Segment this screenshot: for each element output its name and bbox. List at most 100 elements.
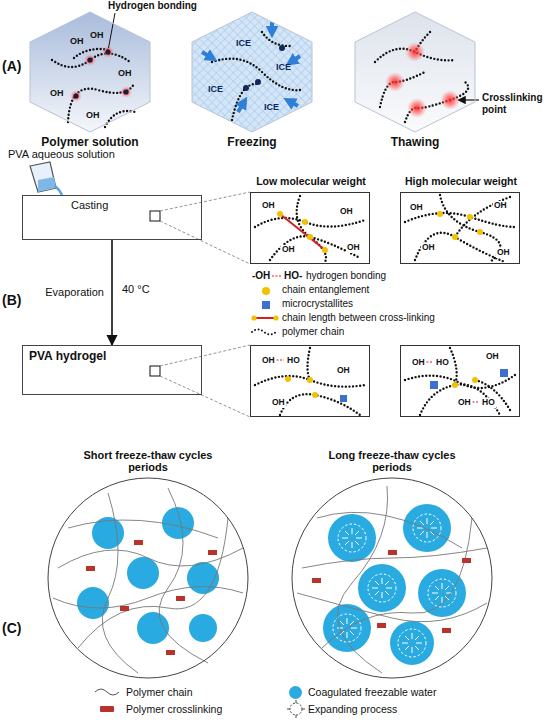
crosslink-point bbox=[407, 98, 427, 118]
high-mw-chains bbox=[455, 197, 510, 237]
legend-swatch bbox=[100, 706, 114, 712]
low-mw-gel-chains bbox=[280, 394, 360, 415]
high-mw-gel-chains bbox=[405, 348, 515, 415]
long-cycle-network bbox=[377, 623, 386, 628]
frozen-chains bbox=[202, 22, 300, 120]
hexagon-ground bbox=[30, 12, 475, 132]
hexagon-ground bbox=[30, 12, 150, 132]
low-mw-gel-chains bbox=[312, 392, 318, 398]
hydroxyl-label: OH bbox=[336, 366, 351, 376]
long-cycle-network bbox=[338, 524, 366, 552]
crosslink-point bbox=[440, 90, 460, 110]
low-mw-gel-chains bbox=[307, 377, 313, 383]
annotation-label: HO- bbox=[284, 270, 302, 282]
node-heading: PVA hydrogel bbox=[29, 350, 106, 364]
legend-text: Expanding process bbox=[308, 703, 397, 715]
low-mw-chains bbox=[302, 219, 308, 225]
ice-pressure-arrow bbox=[289, 101, 298, 106]
short-cycle-network bbox=[53, 488, 243, 673]
legend-text: chain entanglement bbox=[282, 284, 369, 296]
crosslink-point bbox=[405, 42, 425, 62]
legend-sample bbox=[273, 315, 278, 320]
zoom-box: OHHOOHOH bbox=[250, 345, 370, 417]
hydrogen-bond-dot bbox=[120, 86, 132, 98]
frozen-chains bbox=[212, 59, 300, 91]
high-mw-chains bbox=[415, 233, 505, 262]
zoom-box: High molecular weightOHOHOHOH bbox=[400, 192, 520, 264]
circle-outline bbox=[48, 478, 248, 678]
high-mw-chains bbox=[437, 211, 443, 217]
high-mw-gel-chains bbox=[430, 381, 438, 389]
crosslinked-chains bbox=[375, 32, 468, 122]
annotation-label: Crosslinking point bbox=[482, 92, 546, 115]
water-domain bbox=[77, 507, 219, 644]
beaker bbox=[38, 177, 56, 192]
legend-text: Polymer chain bbox=[126, 686, 193, 698]
frozen-chains bbox=[279, 45, 285, 51]
casting-tray: Casting bbox=[22, 195, 202, 240]
hydrogen-bond-dot bbox=[105, 49, 110, 54]
hydroxyl-label: OH bbox=[86, 110, 100, 120]
annotation-label: Hydrogen bonding bbox=[108, 0, 197, 12]
annotation-label: 40 °C bbox=[122, 283, 150, 296]
hydroxyl-label: OH bbox=[261, 201, 276, 211]
hydrogen-bond-dot bbox=[73, 93, 78, 98]
hydroxyl-label: ICE bbox=[208, 84, 223, 94]
hexagon-state: Polymer solutionOHOHOHOHOH bbox=[30, 12, 150, 132]
high-mw-chains bbox=[440, 195, 500, 262]
high-mw-gel-chains bbox=[405, 375, 515, 388]
legend-sample bbox=[95, 689, 119, 695]
frozen-chains bbox=[262, 32, 292, 46]
long-cycle-network bbox=[428, 579, 456, 607]
node-heading: Short freeze-thaw cycles periods bbox=[73, 449, 223, 474]
high-mw-gel-chains bbox=[472, 377, 478, 383]
edge-label: Evaporation bbox=[45, 286, 104, 299]
high-mw-chains bbox=[477, 229, 483, 235]
legend-sample bbox=[287, 700, 305, 718]
annotation-label: (A) bbox=[2, 58, 21, 74]
annotation-label: (C) bbox=[2, 620, 21, 636]
short-cycle-network bbox=[58, 548, 243, 568]
frozen-chains bbox=[255, 79, 261, 85]
node-heading: Polymer solution bbox=[30, 136, 150, 150]
hex-outline bbox=[192, 12, 312, 132]
long-cycle-network bbox=[398, 629, 426, 657]
legend-text: Polymer crosslinking bbox=[126, 703, 222, 715]
circle-outline bbox=[292, 478, 492, 678]
high-mw-chains bbox=[452, 234, 458, 240]
illustration bbox=[292, 478, 492, 678]
legend-sample bbox=[272, 275, 282, 276]
node-heading: High molecular weight bbox=[386, 175, 536, 187]
crosslink-point bbox=[385, 72, 405, 92]
hydroxyl-label: OH bbox=[50, 88, 64, 98]
low-mw-gel-chains bbox=[285, 376, 291, 382]
ice-pressure-arrow bbox=[238, 102, 244, 112]
hydroxyl-label: ICE bbox=[236, 38, 251, 48]
zoom-marker bbox=[160, 345, 250, 366]
high-mw-gel-chains bbox=[450, 348, 457, 385]
hydrogel-film: PVA hydrogel bbox=[22, 345, 202, 395]
high-mw-gel-chains bbox=[452, 382, 458, 388]
frozen-chains bbox=[243, 85, 249, 91]
hydroxyl-label: OH bbox=[346, 243, 361, 253]
network-circle: Short freeze-thaw cycles periods bbox=[48, 478, 248, 678]
ice-pressure-arrow bbox=[202, 22, 300, 112]
hydroxyl-label: OH bbox=[496, 248, 511, 258]
high-mw-chains bbox=[467, 214, 473, 220]
hydroxyl-label: OH bbox=[485, 352, 500, 362]
short-cycle-network bbox=[86, 540, 217, 655]
hexagon-ground bbox=[192, 12, 312, 132]
long-cycle-network bbox=[317, 512, 462, 548]
hydroxyl-label: HO bbox=[435, 358, 450, 368]
node-heading: Freezing bbox=[192, 136, 312, 150]
water-domain bbox=[418, 569, 466, 617]
hydroxyl-label: OH bbox=[118, 68, 132, 78]
high-mw-chains bbox=[405, 213, 515, 227]
hydroxyl-label: OH bbox=[271, 398, 286, 408]
hydrogen-bond-dot bbox=[84, 54, 96, 66]
long-cycle-network bbox=[312, 578, 321, 583]
zoom-marker bbox=[150, 192, 250, 417]
low-mw-gel-chains bbox=[308, 348, 311, 380]
legend-sample bbox=[251, 315, 256, 320]
